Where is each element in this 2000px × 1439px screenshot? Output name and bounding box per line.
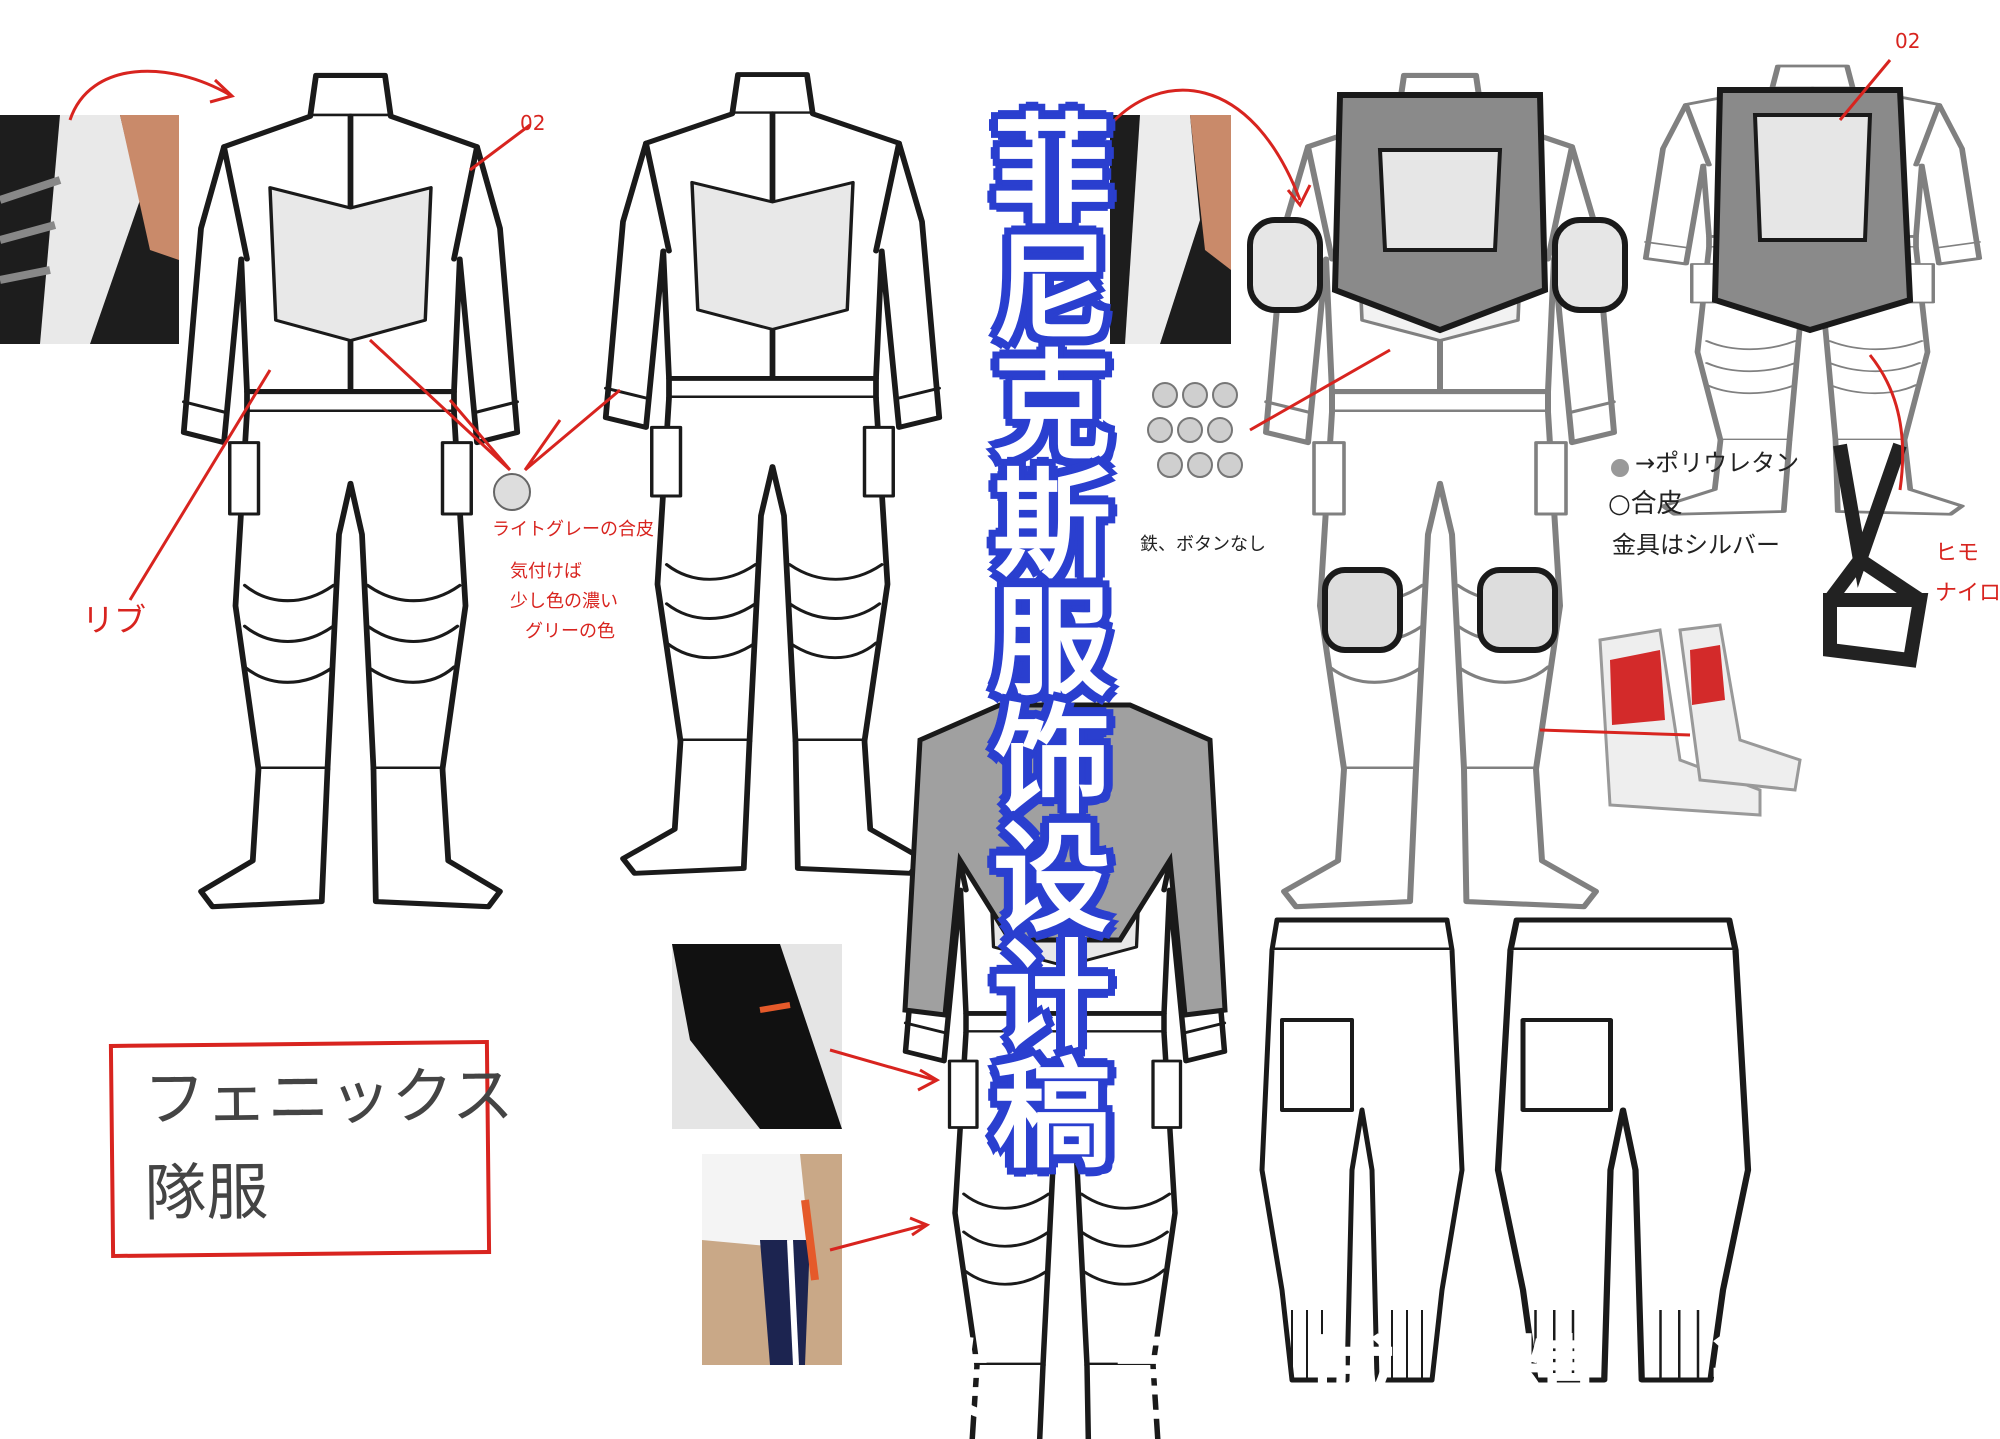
annotation-color-note-1: 気付けば (510, 561, 582, 582)
label-box-line2: 隊服 (144, 1155, 269, 1230)
vertical-title: 菲 尼 克 斯 服 饰 设 计 稿 (982, 112, 1122, 1174)
sketch-armor-back (1646, 66, 1980, 514)
legend-metal-silver: 金具はシルバー (1612, 531, 1780, 559)
watermark: 侯 号 城 精 选 (900, 1330, 1800, 1429)
label-box: フェニックス 隊服 (108, 1040, 514, 1258)
button-sample (493, 473, 531, 511)
reference-photo-jacket-left (0, 115, 179, 344)
annotation-02-a: 02 (520, 111, 546, 135)
watermark-char: 选 (1710, 1327, 1800, 1432)
legend-synthetic-leather: ○合皮 (1608, 489, 1683, 519)
watermark-char: 精 (1507, 1327, 1598, 1432)
watermark-char: 城 (1305, 1327, 1395, 1432)
annotation-strap-1: ヒモ (1935, 541, 1980, 566)
title-char: 设 (992, 810, 1111, 948)
title-char: 尼 (992, 220, 1111, 358)
reference-photo-jacket-middle (1110, 115, 1231, 344)
sketch-pants-back (1498, 920, 1748, 1380)
shoes-photo (1598, 623, 1802, 817)
annotation-strap-2: ナイロン (1935, 581, 2000, 606)
sketch-undershirt-suit (902, 702, 1228, 1439)
annotation-02-b: 02 (1895, 29, 1921, 53)
sketch-armor-front (1247, 75, 1628, 906)
legend-gray-dot-icon (1611, 459, 1629, 477)
watermark-char: 侯 (900, 1327, 990, 1432)
reference-photo-pants-top (672, 944, 842, 1129)
title-char: 斯 (992, 456, 1111, 594)
annotation-color-note-2: 少し色の濃い (510, 591, 618, 612)
rivets-photo (1147, 382, 1243, 478)
annotation-arrows (68, 59, 1905, 1252)
watermark-char: 号 (1102, 1327, 1193, 1432)
harness-photo (1823, 442, 1929, 668)
sketch-pants-front (1262, 920, 1462, 1380)
title-char: 饰 (992, 692, 1111, 830)
title-char: 稿 (992, 1046, 1111, 1184)
annotation-light-gray-leather: ライトグレーの合皮 (492, 519, 654, 540)
annotation-rivets: 鉄、ボタンなし (1140, 534, 1266, 555)
title-char: 克 (992, 338, 1111, 476)
sketch-front-suit (184, 75, 518, 906)
annotation-rib: リブ (82, 601, 147, 639)
title-char: 服 (992, 574, 1111, 712)
label-box-line1: フェニックス (143, 1058, 514, 1136)
title-char: 计 (992, 928, 1111, 1066)
sketch-back-suit (606, 75, 940, 874)
reference-photo-pants-bottom (702, 1154, 842, 1366)
title-char: 菲 (992, 102, 1111, 240)
legend-polyurethane: →ポリウレタン (1635, 449, 1800, 477)
annotation-color-note-3: グリーの色 (525, 621, 615, 642)
